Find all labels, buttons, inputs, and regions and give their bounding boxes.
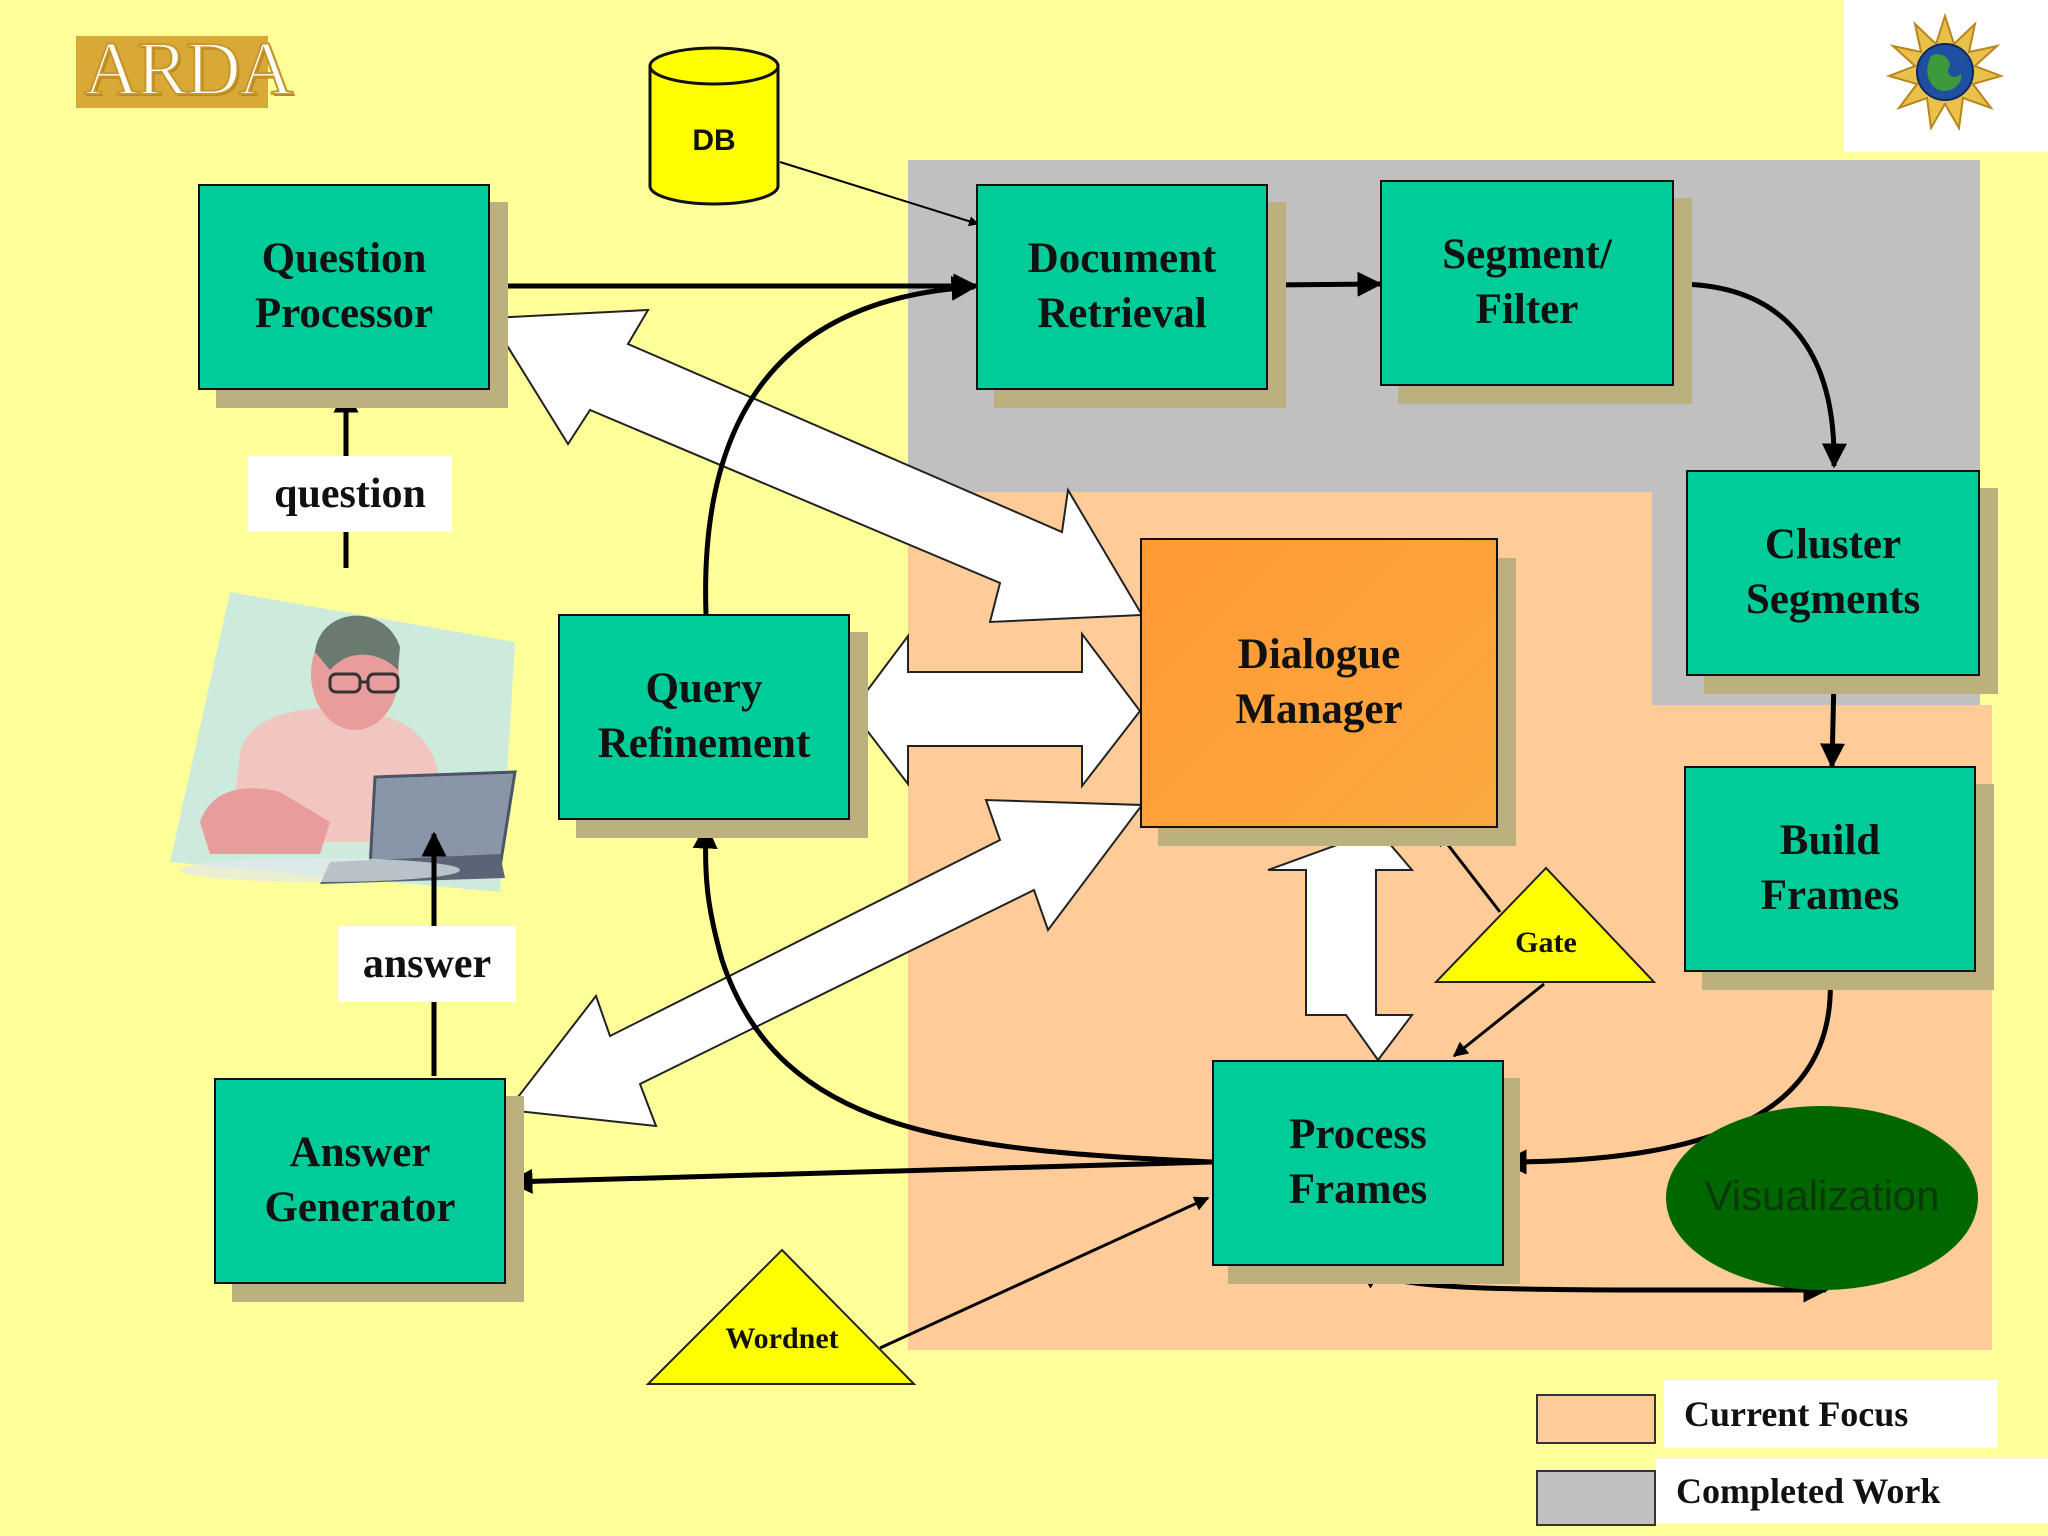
ag-dm-double-arrow xyxy=(506,798,1144,1128)
process-frames-box[interactable]: Process Frames xyxy=(1212,1060,1504,1266)
arda-logo xyxy=(76,36,268,108)
wordnet-label: Wordnet xyxy=(725,1322,839,1355)
query-refinement-box[interactable]: Query Refinement xyxy=(558,614,850,820)
wordnet-triangle xyxy=(645,1248,917,1385)
arda-logo-text: ARDA xyxy=(83,26,294,112)
dialogue-manager-box[interactable]: Dialogue Manager xyxy=(1140,538,1498,828)
document-retrieval-box[interactable]: Document Retrieval xyxy=(976,184,1268,390)
dm-pf-double-arrow xyxy=(1267,828,1415,1062)
legend-completed-work-label: Completed Work xyxy=(1656,1458,2048,1524)
legend-completed-work-swatch xyxy=(1536,1470,1656,1526)
gate-label: Gate xyxy=(1515,926,1577,959)
build-frames-box[interactable]: Build Frames xyxy=(1684,766,1976,972)
cluster-segments-box[interactable]: Cluster Segments xyxy=(1686,470,1980,676)
qr-dm-double-arrow xyxy=(850,631,1142,789)
answer-generator-box[interactable]: Answer Generator xyxy=(214,1078,506,1284)
db-label: DB xyxy=(692,124,736,157)
gate-triangle xyxy=(1433,866,1657,983)
user-at-computer-illustration xyxy=(170,592,517,892)
segment-filter-box[interactable]: Segment/ Filter xyxy=(1380,180,1674,386)
seal-logo xyxy=(1885,12,2005,132)
answer-label: answer xyxy=(338,926,516,1002)
visualization-ellipse xyxy=(1666,1106,1978,1290)
db-cylinder-icon xyxy=(648,46,780,206)
question-label: question xyxy=(248,456,452,532)
visualization-label: Visualization xyxy=(1704,1172,1940,1219)
legend-current-focus-swatch xyxy=(1536,1394,1656,1444)
legend-current-focus-label: Current Focus xyxy=(1664,1380,1998,1448)
question-processor-box[interactable]: Question Processor xyxy=(198,184,490,390)
